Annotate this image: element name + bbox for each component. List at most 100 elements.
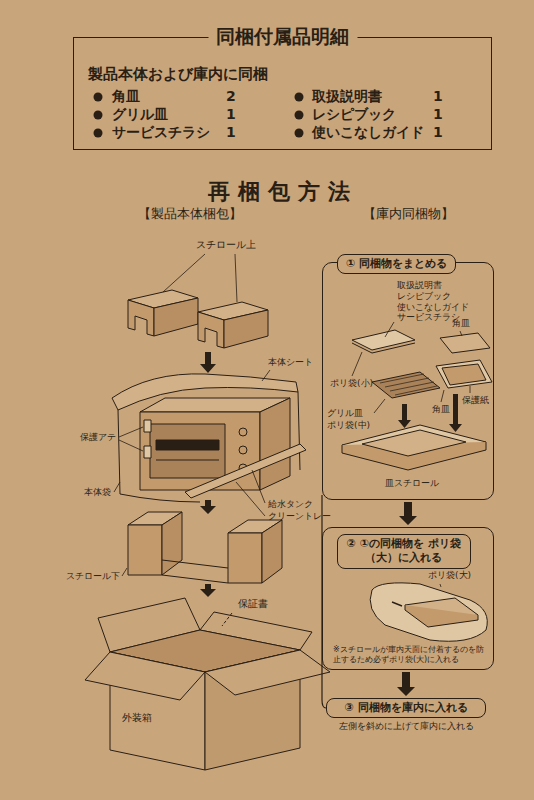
down-arrow [200,500,216,514]
part-label: 保護紙 [462,395,489,406]
step-heading: ① 同梱物をまとめる [337,254,456,274]
oven-body [140,412,260,490]
bullet-dot [295,93,304,102]
part-label: 給水タンク [268,499,313,510]
outer-box [205,650,330,695]
oven-body [144,420,151,432]
styrofoam-bottom [162,512,182,575]
item-count: 1 [226,124,236,141]
styrofoam-bottom [128,512,282,583]
oven-body [185,444,306,498]
item-name: 角皿 [112,88,140,105]
part-label: 皿スチロール [385,478,439,489]
packing-illustration [85,254,492,770]
styrofoam-top [198,302,268,348]
item-name: サービスチラシ [112,124,210,141]
leader-line [122,568,127,576]
part-label: ポリ袋(中) [327,420,370,431]
down-arrow [449,394,462,432]
item-name: レシピブック [312,106,396,123]
accessory-illustration [440,333,490,353]
bullet-dot [94,111,103,120]
step-heading: ② ①の同梱物を ポリ袋（大）に入れる [337,534,471,569]
accessory-illustration [372,372,440,398]
part-label: スチロール下 [66,571,120,582]
styrofoam-bottom [128,525,162,575]
step-heading: ③ 同梱物を庫内に入れる [326,698,486,718]
section-heading: 【庫内同梱物】 [363,206,454,222]
oven-body [156,460,219,461]
flow-arrow [399,502,417,525]
leader-line [114,254,270,576]
oven-body [140,398,306,498]
step-note: 左側を斜めに上げて庫内に入れる [326,721,486,731]
part-label: 本体袋 [84,487,111,498]
leader-line [163,254,205,292]
leader-line [374,399,385,413]
part-label: 保護アテ [80,432,116,443]
oven-body [150,424,225,478]
part-label: 取扱説明書 レシピブック 使いこなしガイド サービスチラシ [397,280,481,323]
item-count: 2 [226,88,236,105]
leader-line [385,322,394,337]
part-label: スチロール上 [196,239,256,251]
item-name: 使いこなしガイド [312,124,424,141]
part-label: ポリ袋(小) [330,378,373,389]
styrofoam-bottom [162,560,228,583]
note-text: ※スチロールが庫内天面に付着するのを防止するため必ずポリ袋(大)に入れる [333,645,489,664]
frame-subtitle: 製品本体および庫内に同梱 [88,65,268,83]
leader-line [262,370,270,381]
bag-illustration [392,602,402,606]
leader-line [236,482,265,516]
part-label: クリーントレー [268,511,331,522]
styrofoam-top [198,312,224,348]
part-label: 外装箱 [122,712,152,724]
styrofoam-bottom [228,533,262,583]
accessory-illustration [362,430,466,456]
bag-illustration [440,584,441,587]
styrofoam-top [224,310,268,348]
bullet-dot [94,93,103,102]
part-label: 本体シート [268,357,313,368]
accessory-illustration [342,330,492,470]
down-arrow [200,352,216,597]
oven-body [260,398,290,490]
item-count: 1 [433,106,443,123]
page-title: 再梱包方法 [208,181,358,203]
item-name: 取扱説明書 [312,88,382,105]
outer-box [85,598,330,770]
leader-line [119,427,143,437]
down-arrow [200,352,216,373]
down-arrow [398,394,462,432]
part-label: 角皿 [432,404,450,415]
accessory-illustration [380,374,437,395]
oven-body [144,446,151,458]
part-label: グリル皿 [327,408,363,419]
bag-illustration [370,583,487,641]
oven-body [239,446,247,454]
oven-body [156,440,219,450]
styrofoam-top [128,290,268,348]
leader-line [441,390,444,402]
item-count: 1 [433,88,443,105]
leader-line [352,322,470,413]
leader-line [352,352,362,376]
part-label: 保証書 [238,598,268,610]
step-block: ③ 同梱物を庫内に入れる左側を斜めに上げて庫内に入れる [326,698,486,731]
accessory-illustration [436,360,492,388]
bag-illustration [405,605,478,627]
leader-line [114,482,120,492]
bullet-dot [295,111,304,120]
leader-line [460,331,462,336]
outer-box [85,652,205,700]
oven-body [239,428,247,436]
styrofoam-top [128,300,154,336]
item-name: グリル皿 [112,106,168,123]
leader-line [470,386,471,393]
bullet-dot [94,129,103,138]
bullet-dot [295,129,304,138]
section-heading: 【製品本体梱包】 [138,206,242,222]
